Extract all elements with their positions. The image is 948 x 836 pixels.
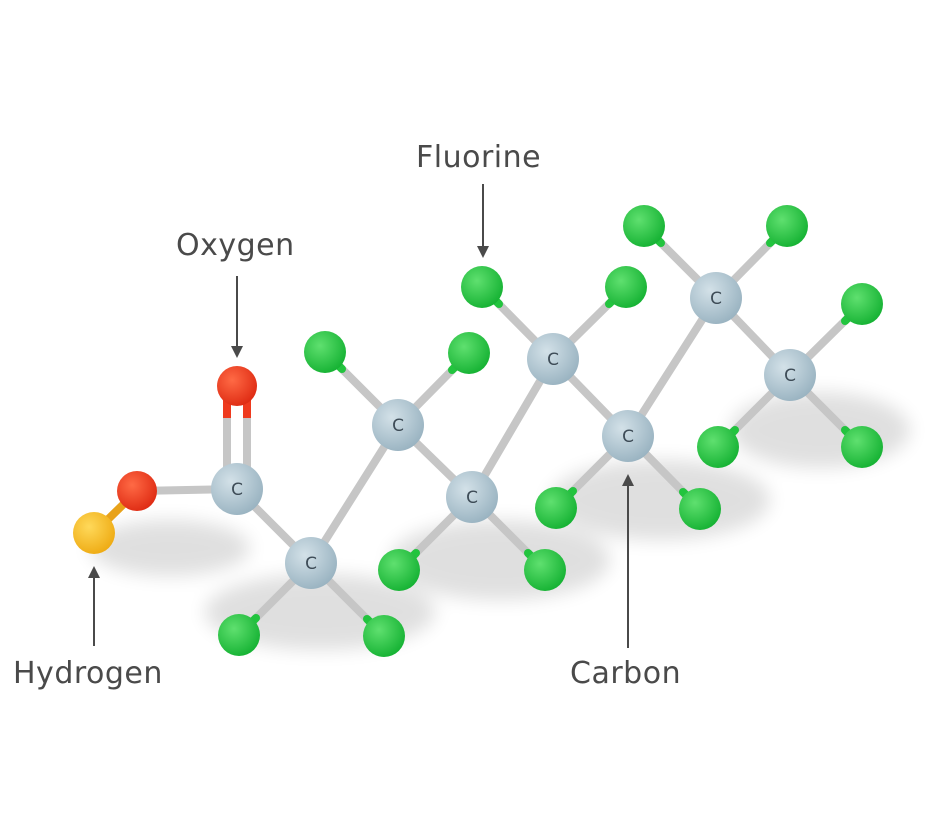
fluorine-atoms bbox=[218, 205, 883, 657]
oxygen-atom-hydroxyl bbox=[117, 471, 157, 511]
carbon-symbol: C bbox=[231, 480, 243, 500]
carbon-atom: C bbox=[372, 399, 424, 451]
carbon-symbol: C bbox=[784, 366, 796, 386]
carbon-atom: C bbox=[764, 349, 816, 401]
carbon-atom: C bbox=[527, 333, 579, 385]
pointer-arrows bbox=[88, 184, 634, 648]
fluorine-atom bbox=[378, 549, 420, 591]
bond-c6-c7 bbox=[624, 294, 720, 440]
fluorine-atom bbox=[605, 266, 647, 308]
fluorine-atom bbox=[841, 283, 883, 325]
carbon-atom: C bbox=[285, 537, 337, 589]
carbon-arrow-head bbox=[622, 474, 634, 486]
fluorine-atom bbox=[623, 205, 665, 247]
carbon-atom: C bbox=[602, 410, 654, 462]
carbon-symbol: C bbox=[466, 488, 478, 508]
fluorine-atom bbox=[363, 615, 405, 657]
carbon-atom: C bbox=[446, 471, 498, 523]
bond-c2-c3 bbox=[307, 421, 402, 567]
fluorine-atom bbox=[697, 426, 739, 468]
carbon-symbol: C bbox=[305, 554, 317, 574]
oxygen-atom-double bbox=[217, 366, 257, 406]
fluorine-atom bbox=[679, 488, 721, 530]
bond-c4-c5 bbox=[468, 355, 557, 501]
carbon-atom: C bbox=[690, 272, 742, 324]
fluorine-atom bbox=[461, 266, 503, 308]
carbon-atoms: C C C C C C C C bbox=[211, 272, 816, 589]
carbon-atom: C bbox=[211, 463, 263, 515]
carbon-symbol: C bbox=[710, 289, 722, 309]
fluorine-atom bbox=[448, 332, 490, 374]
hydrogen-label: Hydrogen bbox=[13, 656, 163, 691]
oxygen-arrow-head bbox=[231, 346, 243, 358]
fluorine-atom bbox=[304, 331, 346, 373]
carbon-label: Carbon bbox=[570, 656, 682, 691]
carbon-symbol: C bbox=[392, 416, 404, 436]
carbon-symbol: C bbox=[622, 427, 634, 447]
fluorine-atom bbox=[841, 426, 883, 468]
oxygen-label: Oxygen bbox=[176, 228, 295, 263]
hydrogen-atom bbox=[73, 512, 115, 554]
fluorine-label: Fluorine bbox=[416, 140, 542, 175]
fluorine-atom bbox=[524, 549, 566, 591]
fluorine-atom bbox=[218, 614, 260, 656]
fluorine-atom bbox=[535, 487, 577, 529]
fluorine-atom bbox=[766, 205, 808, 247]
hydrogen-arrow-head bbox=[88, 566, 100, 578]
carbon-symbol: C bbox=[547, 350, 559, 370]
double-bond-c-o bbox=[223, 400, 251, 470]
fluorine-arrow-head bbox=[477, 246, 489, 258]
